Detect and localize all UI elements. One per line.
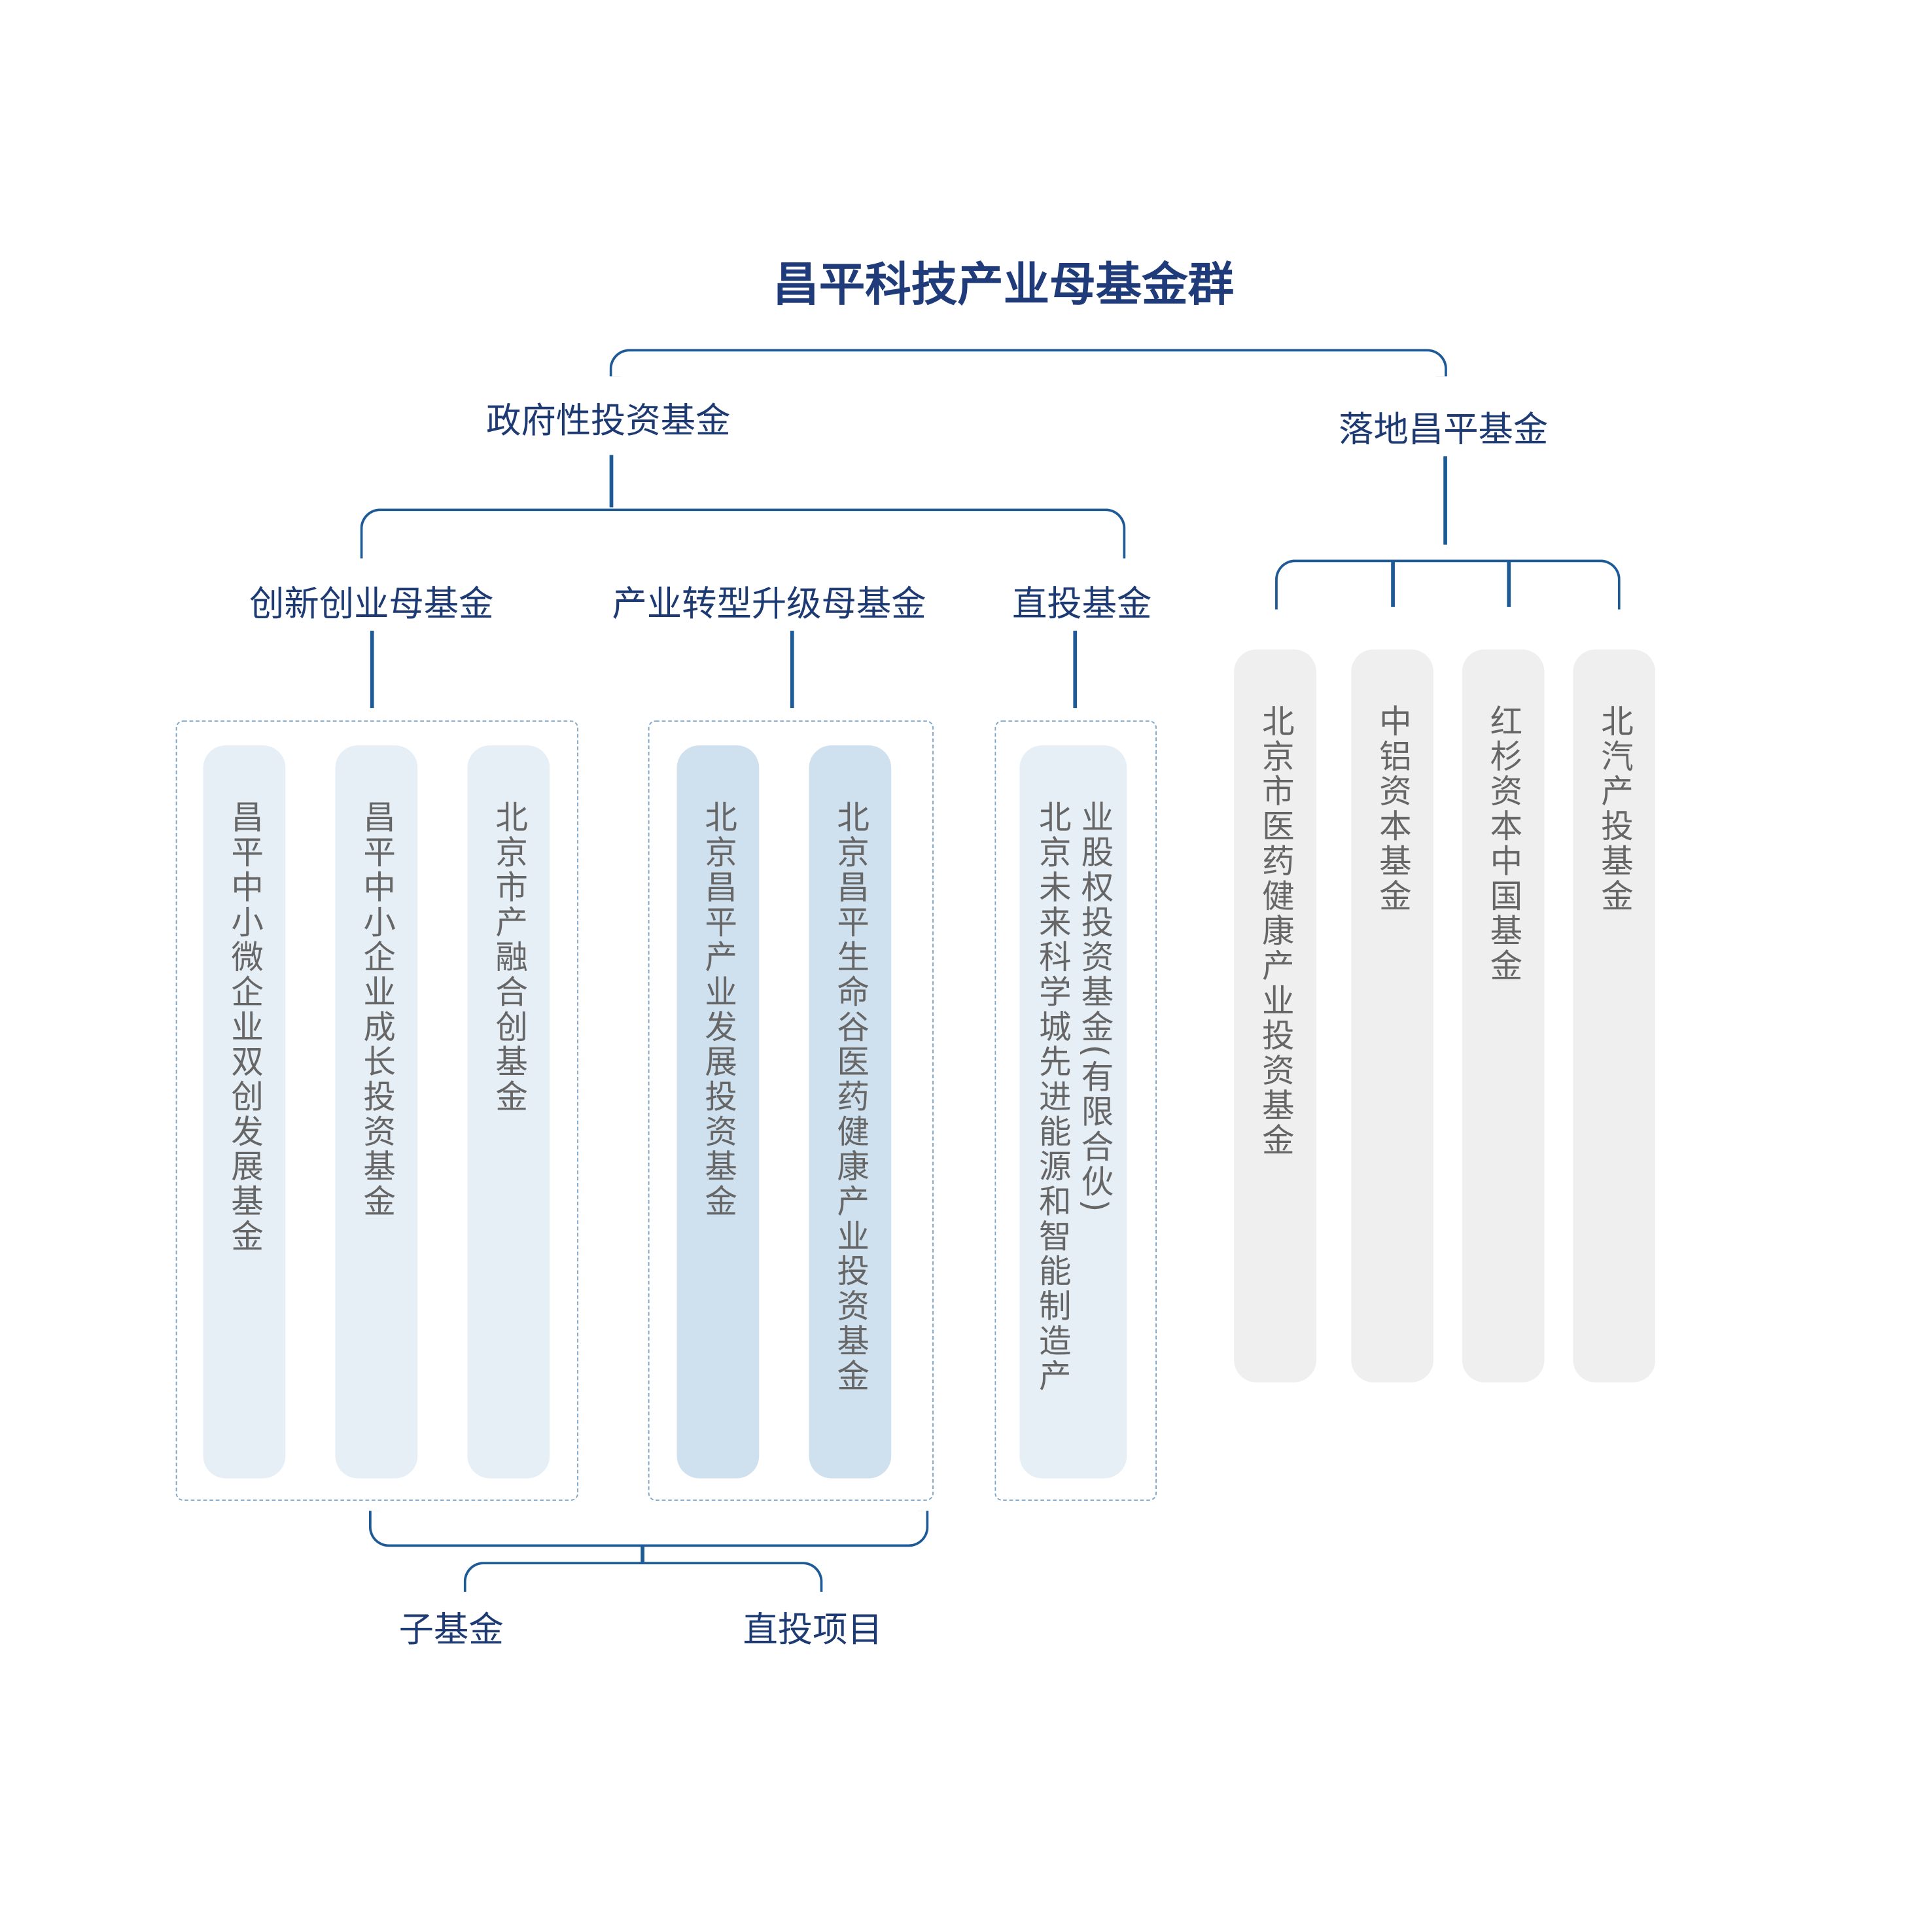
fund-card: 北京未来科学城先进能源和智能制造产业股权投资基金(有限合伙) [1019,745,1127,1479]
connector [1391,561,1394,607]
fund-name: 北京未来科学城先进能源和智能制造产业股权投资基金(有限合伙) [1033,800,1114,1394]
fund-card: 北汽产投基金 [1573,649,1656,1382]
fund-name: 北京市医药健康产业投资基金 [1256,704,1294,1158]
fund-card: 昌平中小企业成长投资基金 [335,745,418,1479]
local-bracket [1275,559,1621,610]
fund-name: 北京市产融合创基金 [489,800,527,1115]
output-subfund: 子基金 [398,1609,504,1651]
connector [1443,456,1447,545]
connector [609,455,613,508]
fund-card: 昌平中小微企业双创发展基金 [203,745,286,1479]
group-direct: 直投基金 [1012,583,1152,625]
bottom-bracket [368,1511,929,1547]
output-direct-project: 直投项目 [743,1609,883,1651]
transformation-group-box [648,720,934,1501]
top-bracket [609,349,1447,377]
direct-group-box [994,720,1157,1501]
innovation-group-box [175,720,579,1501]
connector [641,1545,644,1564]
group-innovation: 创新创业母基金 [249,583,494,625]
fund-name: 红杉资本中国基金 [1484,704,1522,984]
connector [1073,631,1077,709]
fund-name: 昌平中小微企业双创发展基金 [225,800,263,1254]
gov-bracket [360,508,1126,559]
fund-card: 北京市产融合创基金 [467,745,550,1479]
connector [370,631,374,709]
output-bracket [463,1562,823,1592]
fund-name: 中铝资本基金 [1373,704,1411,914]
connector [790,631,794,709]
fund-name: 昌平中小企业成长投资基金 [357,800,395,1220]
fund-card: 北京昌平生命谷医药健康产业投资基金 [809,745,892,1479]
fund-card: 中铝资本基金 [1351,649,1433,1382]
fund-card: 红杉资本中国基金 [1462,649,1545,1382]
branch-gov: 政府性投资基金 [486,400,731,442]
fund-name: 北京昌平生命谷医药健康产业投资基金 [831,800,869,1394]
fund-name: 北汽产投基金 [1595,704,1633,914]
branch-local: 落地昌平基金 [1339,408,1549,450]
diagram-title: 昌平科技产业母基金群 [773,258,1235,312]
group-transformation: 产业转型升级母基金 [612,583,926,625]
fund-card: 北京市医药健康产业投资基金 [1234,649,1316,1382]
fund-card: 北京昌平产业发展投资基金 [676,745,760,1479]
fund-name: 北京昌平产业发展投资基金 [699,800,737,1220]
connector [1507,561,1511,607]
